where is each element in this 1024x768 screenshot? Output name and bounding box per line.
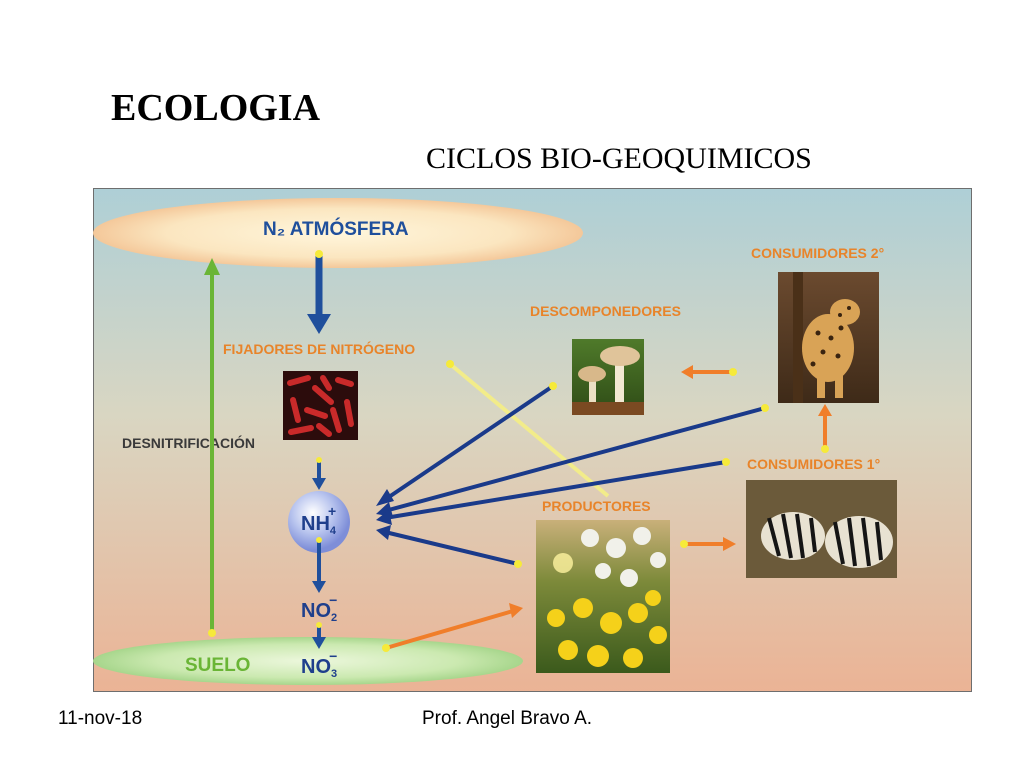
producers-to-consumers1-arrow [680,537,736,551]
footer-date: 11-nov-18 [58,708,143,729]
fixation-arrow [307,250,331,334]
footer-author: Prof. Angel Bravo A. [422,708,593,729]
decomposers-label: DESCOMPONEDORES [530,303,681,319]
ammonium-sub: 4 [330,525,337,537]
slide-title: ECOLOGIA [111,87,321,129]
soil-label: SUELO [185,655,250,676]
soil-ellipse [93,637,523,685]
producers-label: PRODUCTORES [542,498,651,514]
nitrate-to-producers-arrow [382,603,523,652]
consumers1-to-ammonium-arrow [376,458,730,525]
nitrate-base: NO [301,656,331,678]
consumers2-to-decomposers-arrow [681,365,737,379]
nitrogen-cycle-diagram: N₂ ATMÓSFERA SUELO FIJADORES DE NITRÓGEN… [93,188,972,692]
nitrite-sup: − [329,592,337,608]
ammonium-sphere [288,491,350,553]
nitrite-sub: 2 [331,612,337,624]
mushrooms-image [572,339,644,415]
nitrite-base: NO [301,600,331,622]
nitrate-sup: − [329,648,337,664]
ammonium-base: NH [301,513,330,535]
secondary-consumers-label: CONSUMIDORES 2° [751,245,884,261]
slide-subtitle: CICLOS BIO-GEOQUIMICOS [426,142,812,175]
producers-to-ammonium-arrow [376,525,522,568]
fixers-to-ammonium-arrow [312,457,326,490]
nitrite-to-nitrate-arrow [312,622,326,649]
ammonium-sup: + [328,503,336,519]
nitrogen-fixers-label: FIJADORES DE NITRÓGENO [223,340,415,357]
decomposers-to-ammonium-arrow [376,382,557,506]
primary-consumers-label: CONSUMIDORES 1° [747,456,880,472]
jaguar-image [778,272,879,403]
nitrate-sub: 3 [331,668,337,680]
ammonium-to-nitrite-arrow [312,537,326,593]
consumers1-to-consumers2-arrow [818,404,832,453]
nitrite-formula: NO2 − [301,592,337,624]
atmosphere-ellipse [93,198,583,268]
nitrate-formula: NO3 − [301,648,337,680]
fixers-to-producers-line [446,360,610,498]
bacteria-image [283,371,358,440]
flowers-image [536,520,670,673]
denitrification-label: DESNITRIFICACIÓN [122,434,255,451]
ammonium-formula: NH4 + [301,503,337,537]
denitrification-arrow [204,258,220,637]
atmosphere-label: N₂ ATMÓSFERA [263,218,409,240]
zebras-image [746,480,897,578]
